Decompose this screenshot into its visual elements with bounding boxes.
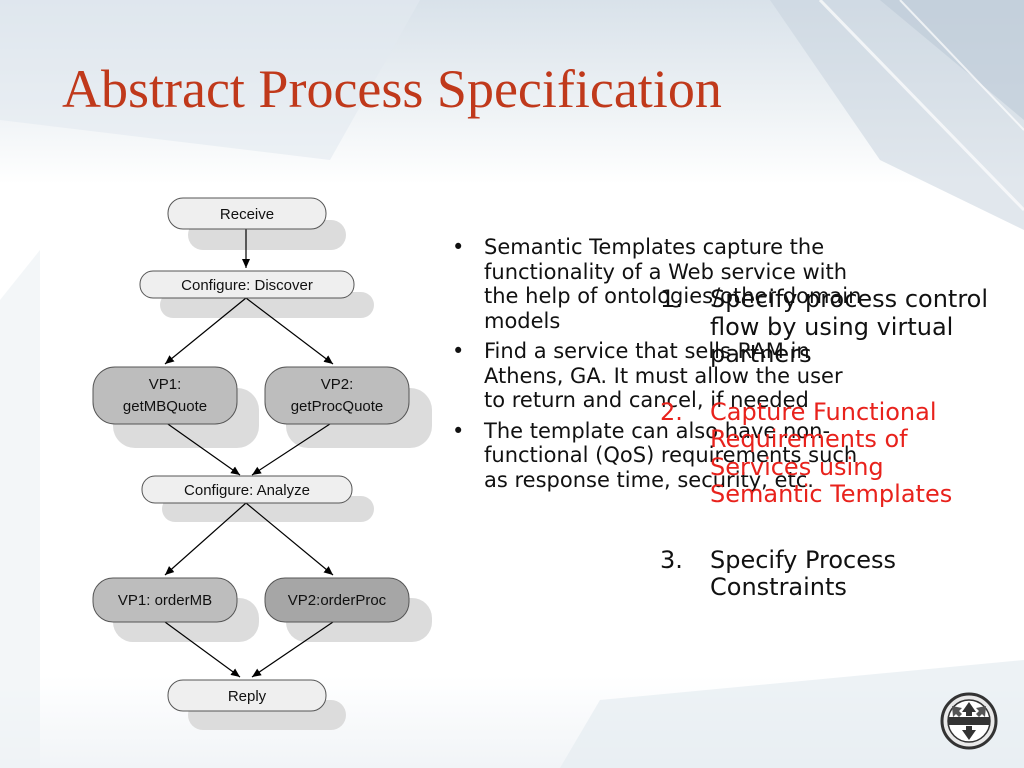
node-configure-analyze: Configure: Analyze	[141, 475, 353, 504]
step-item-highlighted: 2. Capture Functional Requirements of Se…	[660, 397, 990, 509]
bullet-item: Semantic Templates capture the functiona…	[452, 235, 862, 333]
numbered-steps-list: 1. Specify process control flow by using…	[660, 285, 990, 602]
node-vp2-quote-label-2: getProcQuote	[291, 398, 384, 415]
node-vp1-quote-label-1: VP1:	[149, 376, 182, 393]
step-text: Capture Functional Requirements of Servi…	[710, 397, 953, 508]
node-receive: Receive	[167, 197, 327, 230]
step-item: 3. Specify Process Constraints	[660, 545, 990, 602]
step-text: Specify process control flow by using vi…	[710, 285, 989, 368]
arrow-analyze-vp1order	[164, 502, 247, 576]
node-analyze-label: Configure: Analyze	[184, 482, 310, 499]
node-vp1-getmbquote: VP1: getMBQuote	[92, 366, 238, 425]
node-configure-discover: Configure: Discover	[139, 270, 355, 299]
arrow-discover-vp2	[245, 297, 334, 365]
node-vp1-ordermb: VP1: orderMB	[92, 577, 238, 623]
step-number: 3.	[660, 545, 683, 574]
flow-arrows	[164, 229, 334, 678]
node-reply: Reply	[167, 679, 327, 712]
node-discover-label: Configure: Discover	[181, 277, 313, 294]
arrow-vp2-analyze	[251, 421, 334, 476]
slide-title: Abstract Process Specification	[62, 59, 722, 119]
node-vp1-quote-label-2: getMBQuote	[123, 398, 207, 415]
arrow-vp2order-reply	[251, 621, 334, 678]
node-vp2-quote-label-1: VP2:	[321, 376, 354, 393]
step-number: 2.	[660, 397, 683, 426]
node-reply-label: Reply	[228, 688, 267, 705]
arrow-analyze-vp2order	[245, 502, 334, 576]
arrow-vp1-analyze	[164, 421, 241, 476]
arrow-discover-vp1	[164, 297, 247, 365]
bullet-list: Semantic Templates capture the functiona…	[452, 235, 862, 498]
node-vp2-order-label: VP2:orderProc	[288, 592, 387, 609]
arrow-vp1order-reply	[164, 621, 241, 678]
step-item: 1. Specify process control flow by using…	[660, 285, 990, 369]
node-vp1-order-label: VP1: orderMB	[118, 592, 212, 609]
step-number: 1.	[660, 285, 683, 313]
lsdis-logo-icon	[940, 692, 998, 750]
node-receive-label: Receive	[220, 206, 274, 223]
node-vp2-getprocquote: VP2: getProcQuote	[264, 366, 410, 425]
process-flowchart: Receive Configure: Discover VP1: getMBQu…	[92, 197, 432, 730]
bullet-item: Find a service that sells RAM in Athens,…	[452, 339, 862, 413]
step-text: Specify Process Constraints	[710, 545, 896, 601]
node-vp2-orderproc: VP2:orderProc	[264, 577, 410, 623]
bullet-item: The template can also have non-functiona…	[452, 419, 862, 493]
